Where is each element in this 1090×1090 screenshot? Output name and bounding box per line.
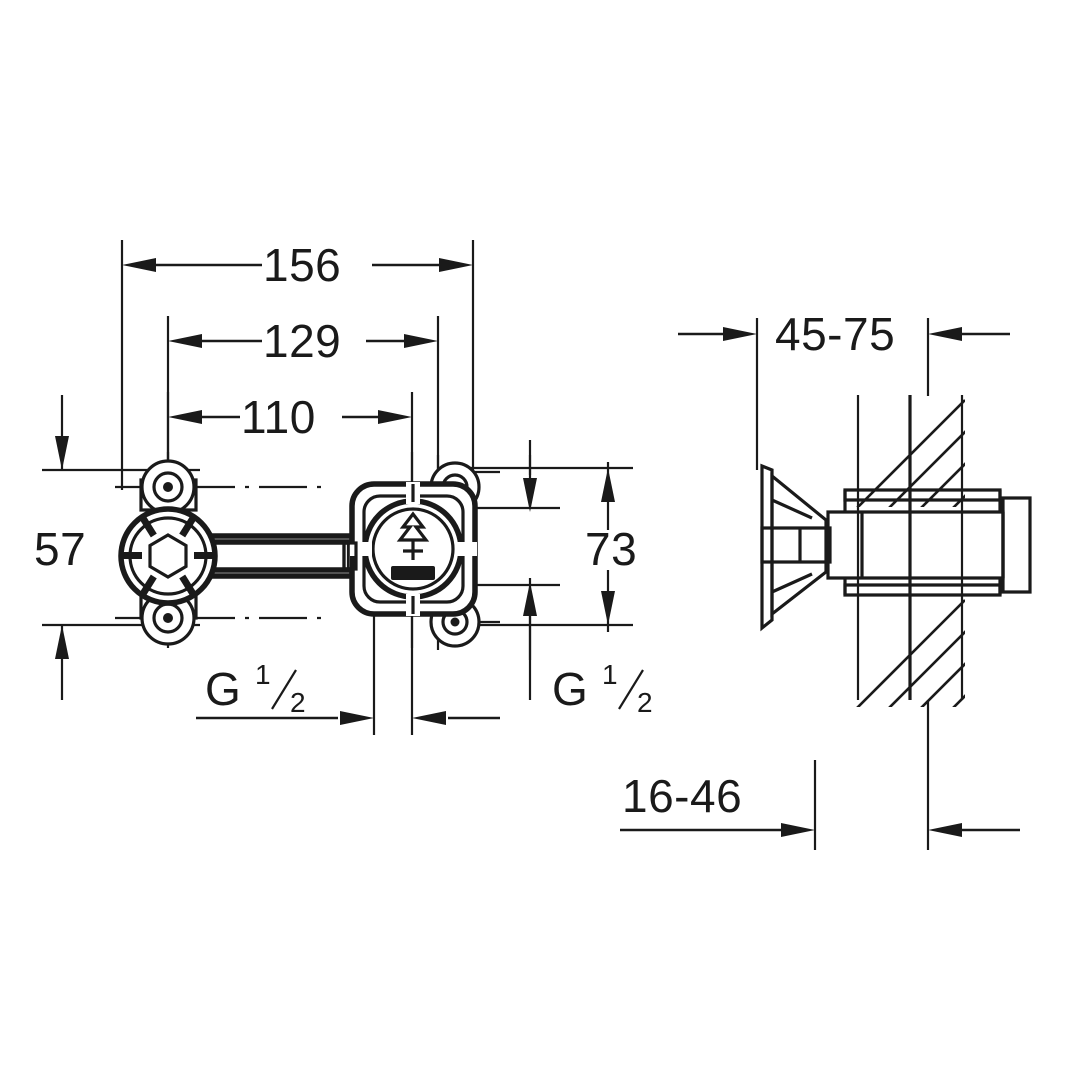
thread-spec-left: G 1 2: [196, 659, 374, 725]
dimension-156: 156: [122, 239, 473, 291]
inlet-fitting-left: [118, 506, 218, 606]
thread-spec-left-numerator: 1: [255, 659, 271, 690]
dimension-16-46-label: 16-46: [622, 770, 742, 822]
valve-body-side-profile: [760, 463, 1032, 632]
front-view-horizontal-extension-lines: [42, 466, 633, 627]
dimension-73: 73: [585, 468, 637, 625]
dimension-57-label: 57: [34, 523, 86, 575]
wall-section: [856, 395, 965, 707]
dimension-45-75-label: 45-75: [775, 308, 895, 360]
dimension-110: 110: [168, 391, 412, 443]
thread-spec-left-denominator: 2: [290, 687, 306, 718]
brand-logo-icon: [396, 511, 430, 560]
thread-spec-right-numerator: 1: [602, 659, 618, 690]
thread-spec-right-denominator: 2: [637, 687, 653, 718]
dimension-73-label: 73: [585, 523, 637, 575]
dimension-45-75: 45-75: [678, 308, 1010, 470]
thread-spec-right-letter: G: [552, 663, 588, 715]
body-height-inner-arrows: [523, 440, 537, 660]
dimension-129: 129: [168, 315, 438, 367]
dimension-156-label: 156: [263, 239, 341, 291]
dimension-16-46: 16-46: [620, 700, 1020, 850]
dimension-110-label: 110: [241, 391, 316, 443]
left-inlet-assembly: [118, 459, 355, 646]
thread-spec-left-letter: G: [205, 663, 241, 715]
dimension-57: 57: [34, 436, 86, 659]
wall-hatch-lower: [856, 599, 965, 707]
front-view: 156 129 110 57: [34, 239, 653, 735]
thread-spec-right: G 1 2: [412, 659, 653, 725]
valve-body-front: [342, 461, 481, 648]
label-bar: [391, 566, 435, 580]
side-section-view: 45-75: [620, 308, 1032, 850]
dimension-129-label: 129: [263, 315, 341, 367]
